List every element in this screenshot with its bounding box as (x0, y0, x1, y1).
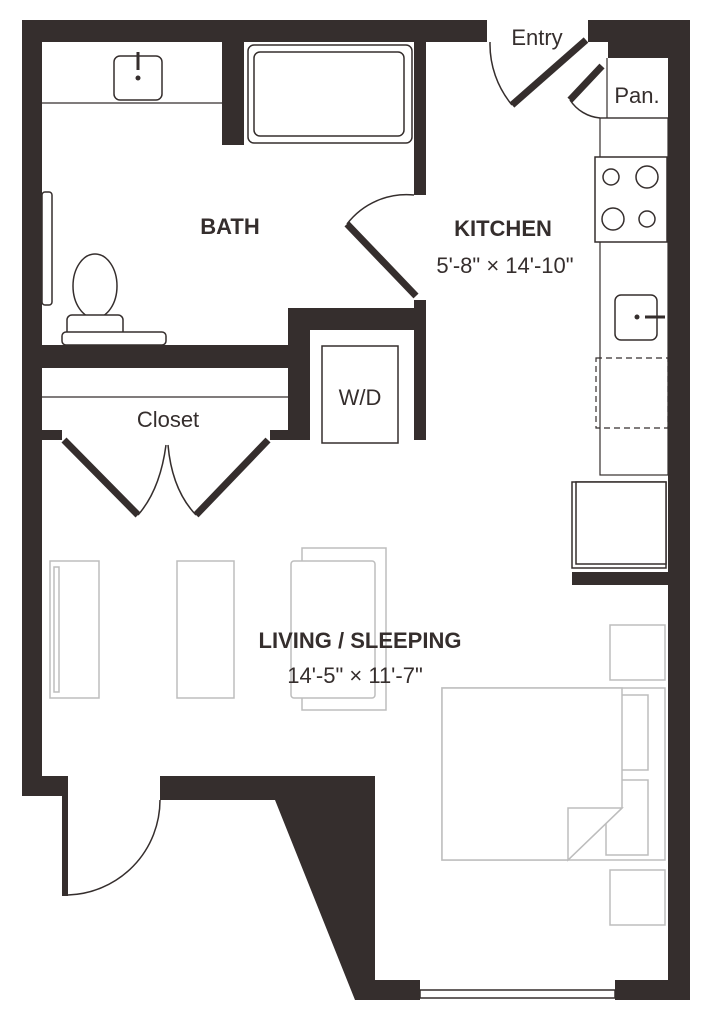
exterior-walls (22, 20, 690, 1000)
bath-door (344, 193, 419, 299)
dishwasher-icon (595, 357, 669, 429)
kitchen-sink-icon (614, 294, 665, 341)
closet-doors (61, 437, 271, 518)
towel-bar-icon (41, 191, 53, 306)
kitchen-dimensions: 5'-8" × 14'-10" (436, 253, 573, 278)
nightstand-icon (609, 869, 666, 926)
refrigerator-icon (571, 481, 667, 569)
pantry-door (567, 63, 605, 119)
entry-door (489, 37, 589, 108)
entry-label: Entry (511, 25, 562, 50)
closet-label: Closet (137, 407, 199, 432)
nightstand-icon (609, 624, 666, 681)
front-door (67, 799, 161, 896)
washer-dryer-label: W/D (339, 385, 382, 410)
kitchen-label: KITCHEN (454, 216, 552, 241)
kitchen-counter (599, 117, 669, 476)
pantry-label: Pan. (614, 83, 659, 108)
bath-label: BATH (200, 214, 259, 239)
toilet-icon (72, 253, 118, 319)
stove-icon (594, 156, 668, 243)
coffee-table-icon (176, 560, 235, 699)
interior-walls (42, 42, 668, 585)
living-dimensions: 14'-5" × 11'-7" (287, 663, 423, 688)
washer-dryer-icon (321, 345, 399, 444)
furniture (49, 547, 666, 926)
living-label: LIVING / SLEEPING (259, 628, 462, 653)
window (419, 989, 616, 999)
